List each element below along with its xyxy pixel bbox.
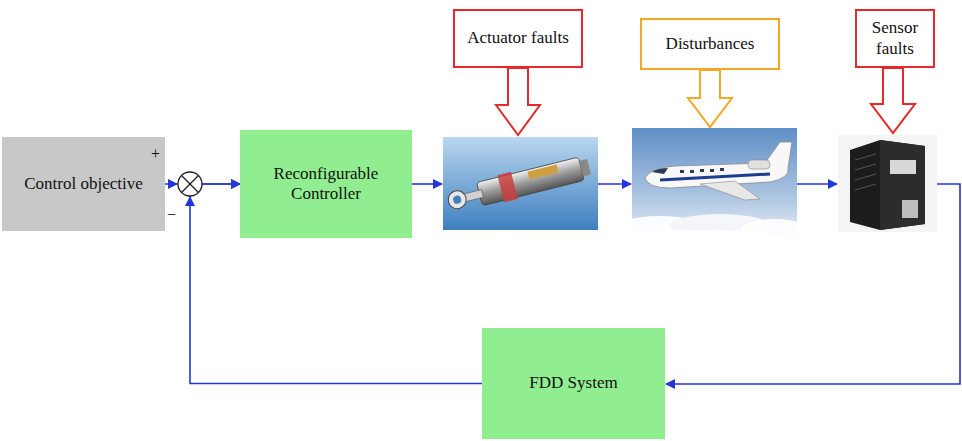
fdd-box: FDD System <box>482 328 665 439</box>
fault-box: Sensor faults <box>855 9 935 68</box>
sensor-picture <box>838 135 937 232</box>
box-text: Actuator faults <box>467 28 569 48</box>
controller-box: Reconfigurable Controller <box>240 130 412 238</box>
objective-box: Control objective <box>2 137 165 231</box>
fault-box: Actuator faults <box>453 9 583 68</box>
summing-junction <box>168 172 202 206</box>
disturbance-box: Disturbances <box>640 18 780 70</box>
disturbance-arrow <box>688 70 732 127</box>
actuator-picture <box>443 137 598 230</box>
sign-label: − <box>166 207 177 223</box>
box-text: Disturbances <box>666 34 755 54</box>
box-text: Sensor faults <box>863 18 927 59</box>
fault-arrow <box>871 68 915 133</box>
box-text: Control objective <box>24 174 143 194</box>
aircraft-picture <box>615 128 810 246</box>
fault-arrow <box>496 68 540 135</box>
box-text: FDD System <box>529 373 617 393</box>
sign-label: + <box>150 146 161 162</box>
box-text: Reconfigurable Controller <box>246 164 406 205</box>
